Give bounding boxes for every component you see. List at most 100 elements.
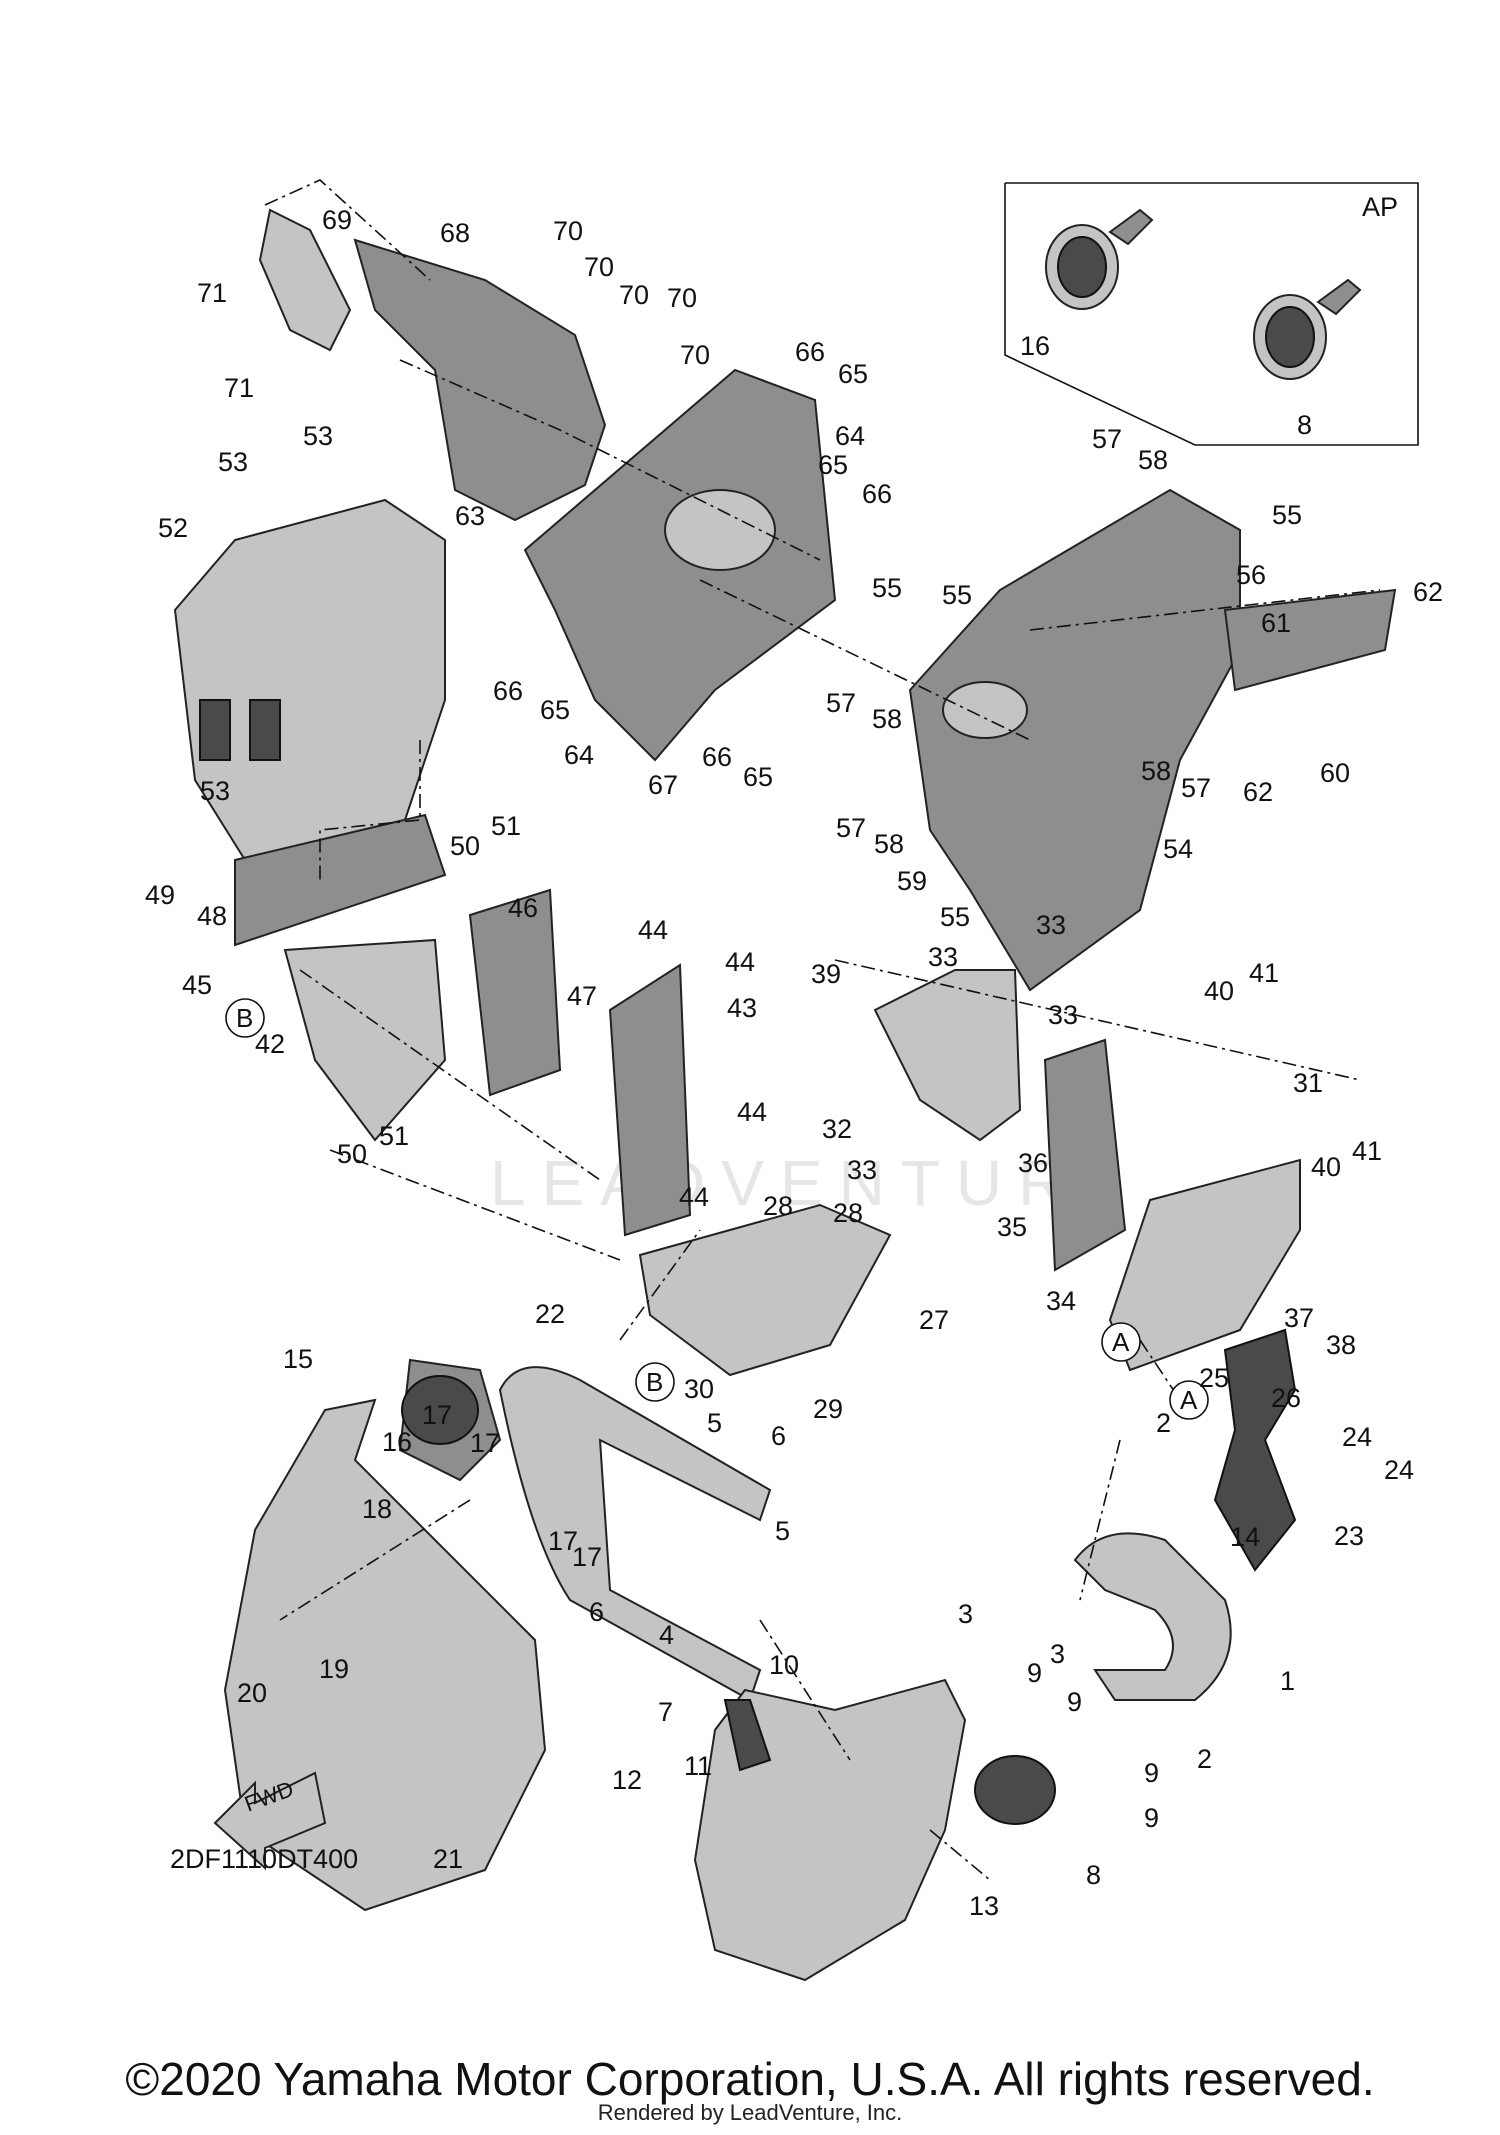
callout-48: 48 xyxy=(197,901,227,931)
callout-62: 62 xyxy=(1243,777,1273,807)
callout-53: 53 xyxy=(303,421,333,451)
part-54-body xyxy=(908,488,1397,992)
callout-62: 62 xyxy=(1413,577,1443,607)
part-7-front-cowl xyxy=(693,1678,967,1982)
callout-60: 60 xyxy=(1320,758,1350,788)
callout-70: 70 xyxy=(584,252,614,282)
callout-65: 65 xyxy=(818,450,848,480)
callout-34: 34 xyxy=(1046,1286,1076,1316)
callout-41: 41 xyxy=(1352,1136,1382,1166)
rendered-by-credit: Rendered by LeadVenture, Inc. xyxy=(597,2100,903,2125)
part-16-lamp xyxy=(401,1375,479,1445)
upper-stay-68-69 xyxy=(258,208,607,522)
callout-10: 10 xyxy=(769,1650,799,1680)
callout-6: 6 xyxy=(771,1421,786,1451)
callout-64: 64 xyxy=(835,421,865,451)
callout-17: 17 xyxy=(548,1526,578,1556)
callout-44: 44 xyxy=(638,915,668,945)
callout-70: 70 xyxy=(619,280,649,310)
callout-46: 46 xyxy=(508,893,538,923)
callout-67: 67 xyxy=(648,770,678,800)
callout-23: 23 xyxy=(1334,1521,1364,1551)
callout-8: 8 xyxy=(1086,1860,1101,1890)
part-63-stay xyxy=(523,368,837,762)
callout-66: 66 xyxy=(493,676,523,706)
callout-45: 45 xyxy=(182,970,212,1000)
callout-71: 71 xyxy=(224,373,254,403)
ap-inset: AP xyxy=(1004,182,1419,446)
callout-15: 15 xyxy=(283,1344,313,1374)
callout-36: 36 xyxy=(1018,1148,1048,1178)
callout-70: 70 xyxy=(553,216,583,246)
fog-lamp-8-inset-icon xyxy=(1253,278,1362,380)
callout-14: 14 xyxy=(1230,1522,1260,1552)
callout-31: 31 xyxy=(1293,1068,1323,1098)
callout-51: 51 xyxy=(491,811,521,841)
callout-56: 56 xyxy=(1236,560,1266,590)
callout-65: 65 xyxy=(540,695,570,725)
callout-9: 9 xyxy=(1067,1687,1082,1717)
part-1-guard xyxy=(1073,1328,1297,1701)
marker-b-upper: B xyxy=(225,998,265,1038)
callout-29: 29 xyxy=(813,1394,843,1424)
ap-inset-label: AP xyxy=(1362,192,1398,222)
callout-53: 53 xyxy=(218,447,248,477)
svg-text:A: A xyxy=(1180,1385,1198,1415)
callout-16: 16 xyxy=(1020,331,1050,361)
marker-a-middle: A xyxy=(1101,1322,1141,1362)
part-4-guard xyxy=(498,1366,772,1702)
callout-7: 7 xyxy=(658,1697,673,1727)
part-52-frame xyxy=(173,498,446,862)
callout-20: 20 xyxy=(237,1678,267,1708)
callout-9: 9 xyxy=(1144,1803,1159,1833)
callout-44: 44 xyxy=(737,1097,767,1127)
callout-30: 30 xyxy=(684,1374,714,1404)
callout-4: 4 xyxy=(659,1620,674,1650)
callout-64: 64 xyxy=(564,740,594,770)
callout-65: 65 xyxy=(743,762,773,792)
callout-12: 12 xyxy=(612,1765,642,1795)
callout-13: 13 xyxy=(969,1891,999,1921)
svg-text:B: B xyxy=(236,1003,253,1033)
callout-55: 55 xyxy=(1272,500,1302,530)
callout-50: 50 xyxy=(450,831,480,861)
callout-33: 33 xyxy=(1036,910,1066,940)
callout-3: 3 xyxy=(958,1599,973,1629)
callout-58: 58 xyxy=(872,704,902,734)
callout-8: 8 xyxy=(1297,410,1312,440)
callout-43: 43 xyxy=(727,993,757,1023)
marker-b-lower: B xyxy=(635,1362,675,1402)
callout-24: 24 xyxy=(1342,1422,1372,1452)
callout-44: 44 xyxy=(725,947,755,977)
callout-57: 57 xyxy=(826,688,856,718)
copyright-notice: ©2020 Yamaha Motor Corporation, U.S.A. A… xyxy=(125,2053,1375,2105)
callout-55: 55 xyxy=(940,902,970,932)
callout-24: 24 xyxy=(1384,1455,1414,1485)
callout-57: 57 xyxy=(1092,424,1122,454)
callout-66: 66 xyxy=(862,479,892,509)
callout-9: 9 xyxy=(1144,1758,1159,1788)
fwd-arrow-icon: FWD xyxy=(213,1771,327,1871)
callout-labels: 1 2 2 3 3 4 5 5 6 6 7 8 8 9 9 9 9 10 11 … xyxy=(145,205,1443,1921)
callout-69: 69 xyxy=(322,205,352,235)
svg-text:B: B xyxy=(646,1367,663,1397)
callout-68: 68 xyxy=(440,218,470,248)
alignment-lines xyxy=(264,179,1381,1881)
callout-58: 58 xyxy=(874,829,904,859)
callout-49: 49 xyxy=(145,880,175,910)
callout-71: 71 xyxy=(197,278,227,308)
callout-28: 28 xyxy=(763,1191,793,1221)
callout-33: 33 xyxy=(847,1155,877,1185)
callout-39: 39 xyxy=(811,959,841,989)
callout-5: 5 xyxy=(775,1516,790,1546)
callout-51: 51 xyxy=(379,1121,409,1151)
callout-61: 61 xyxy=(1261,608,1291,638)
callout-66: 66 xyxy=(795,337,825,367)
callout-25: 25 xyxy=(1199,1363,1229,1393)
part-27-panel xyxy=(638,1203,892,1377)
callout-38: 38 xyxy=(1326,1330,1356,1360)
middle-panels xyxy=(234,813,1301,1372)
callout-21: 21 xyxy=(433,1844,463,1874)
callout-42: 42 xyxy=(255,1029,285,1059)
